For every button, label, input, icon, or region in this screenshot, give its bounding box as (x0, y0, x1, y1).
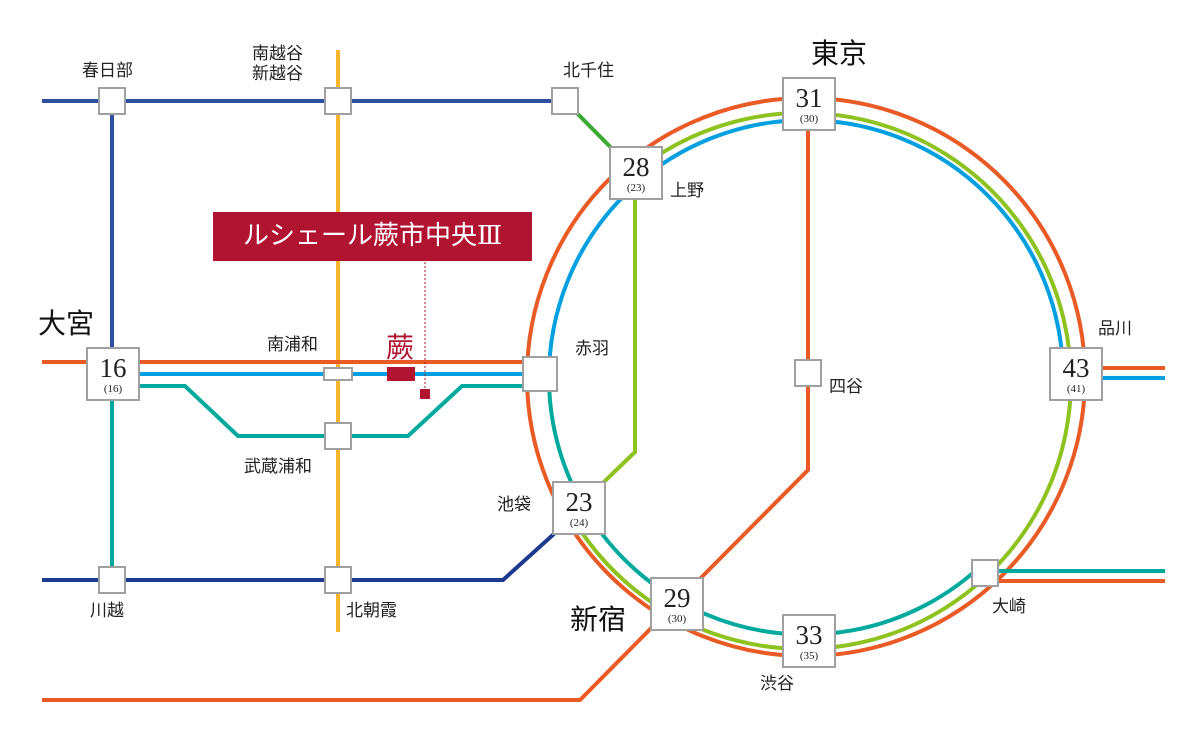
label-tokyo: 東京 (811, 37, 868, 70)
station-box-ikebukuro[interactable]: 23(24) (552, 481, 606, 535)
minutes: 43 (1062, 353, 1090, 383)
station-box-kawagoe[interactable] (98, 566, 126, 594)
station-box-shinjuku[interactable]: 29(30) (650, 577, 704, 631)
station-box-omiya[interactable]: 16(16) (86, 347, 140, 401)
teal-arc (546, 376, 987, 637)
minutes-alt: (35) (799, 650, 819, 662)
station-box-akabane[interactable] (522, 356, 558, 392)
minutes: 23 (565, 487, 593, 517)
minutes: 16 (99, 353, 127, 383)
label-omiya: 大宮 (38, 307, 95, 340)
label-musashiurawa: 武蔵浦和 (244, 457, 312, 477)
label-shinagawa: 品川 (1098, 319, 1132, 339)
minutes: 33 (795, 620, 823, 650)
station-box-ueno[interactable]: 28(23) (609, 146, 663, 200)
minutes-alt: (30) (799, 113, 819, 125)
tobu-tojo-line (42, 531, 557, 582)
label-yotsuya: 四谷 (829, 377, 863, 397)
label-kawagoe: 川越 (90, 601, 124, 621)
label-shinjuku: 新宿 (570, 603, 627, 636)
station-box-kitasenju[interactable] (551, 87, 579, 115)
teal-saikyo-line (112, 384, 540, 438)
minutes-alt: (23) (626, 182, 646, 194)
label-kitasenju: 北千住 (563, 61, 614, 81)
label-minamikoshigaya: 南越谷 新越谷 (252, 44, 303, 84)
minutes-alt: (30) (667, 613, 687, 625)
label-kasukabe: 春日部 (82, 61, 133, 81)
station-box-musashiurawa[interactable] (324, 422, 352, 450)
current-station-label: 蕨 (386, 331, 415, 364)
station-box-tokyo[interactable]: 31(30) (782, 77, 836, 131)
label-kitaasaka: 北朝霞 (346, 601, 397, 621)
station-box-minamiurawa[interactable] (323, 367, 353, 381)
label-ueno: 上野 (670, 181, 704, 201)
station-box-kitaasaka[interactable] (324, 566, 352, 594)
station-box-shibuya[interactable]: 33(35) (782, 614, 836, 668)
station-box-yotsuya[interactable] (794, 359, 822, 387)
minutes-alt: (16) (103, 383, 123, 395)
label-osaki: 大崎 (992, 597, 1026, 617)
minutes: 28 (622, 152, 650, 182)
station-box-minamikoshigaya[interactable] (324, 87, 352, 115)
minutes-alt: (24) (569, 517, 589, 529)
label-ikebukuro: 池袋 (497, 495, 531, 515)
station-box-shinagawa[interactable]: 43(41) (1049, 347, 1103, 401)
label-shibuya: 渋谷 (760, 674, 794, 694)
station-box-osaki[interactable] (971, 559, 999, 587)
label-minamiurawa: 南浦和 (267, 335, 318, 355)
station-box-warabi[interactable] (387, 367, 415, 381)
station-box-kasukabe[interactable] (98, 87, 126, 115)
label-akabane: 赤羽 (575, 339, 609, 359)
property-title-banner: ルシェール蕨市中央Ⅲ (213, 212, 532, 261)
minutes-alt: (41) (1066, 383, 1086, 395)
minutes: 31 (795, 83, 823, 113)
property-location-marker (420, 389, 430, 399)
minutes: 29 (663, 583, 691, 613)
